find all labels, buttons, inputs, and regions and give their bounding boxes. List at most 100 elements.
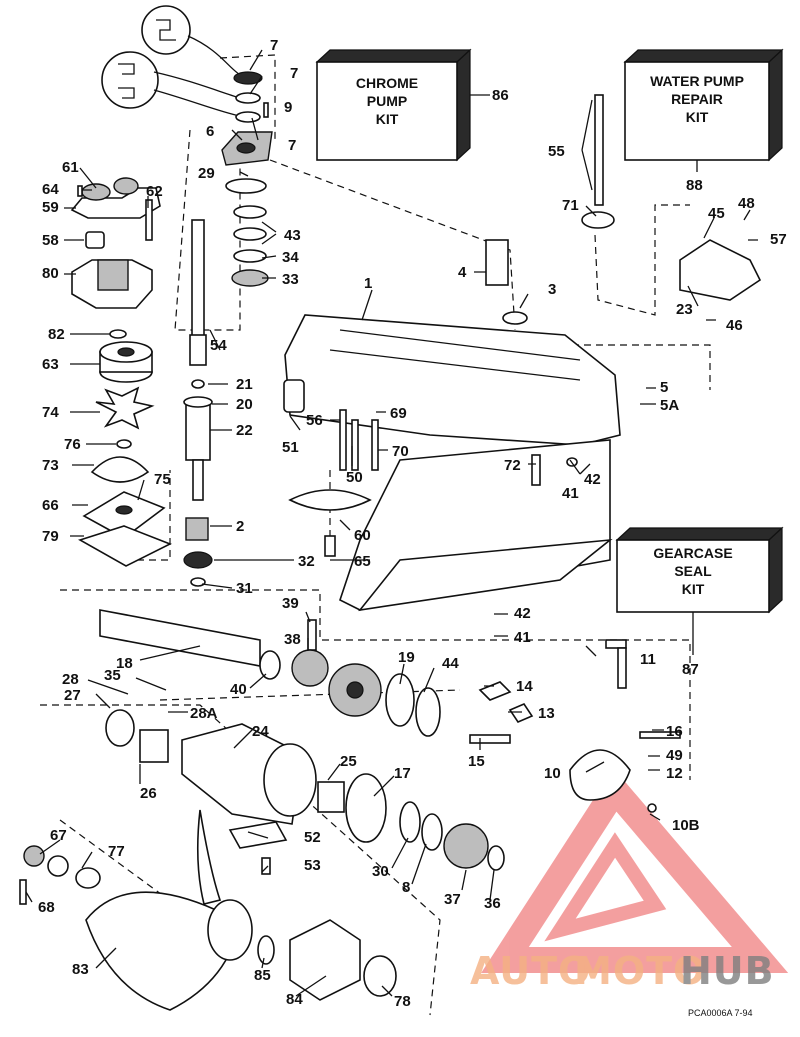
- callout-42: 42: [584, 471, 601, 488]
- callout-79: 79: [42, 528, 59, 545]
- gearcase-seal-kit-line1: GEARCASE: [653, 545, 732, 561]
- callout-21: 21: [236, 376, 253, 393]
- callout-2: 2: [236, 518, 244, 535]
- callout-14: 14: [516, 678, 533, 695]
- callout-62: 62: [146, 183, 163, 200]
- callout-7: 7: [288, 137, 296, 154]
- gearcase-seal-kit-number: 87: [682, 661, 699, 678]
- callout-11: 11: [640, 651, 656, 668]
- chrome-pump-kit-line1: CHROME: [356, 75, 418, 91]
- callout-34: 34: [282, 249, 299, 266]
- callout-9: 9: [284, 99, 292, 116]
- callout-15: 15: [468, 753, 485, 770]
- callout-52: 52: [304, 829, 321, 846]
- callout-26: 26: [140, 785, 157, 802]
- gearcase-seal-kit-line2: SEAL: [674, 563, 712, 579]
- callout-73: 73: [42, 457, 59, 474]
- automotohub-wordmark: AUTO MOTO HUB: [470, 949, 775, 993]
- callout-18: 18: [116, 655, 133, 672]
- callout-53: 53: [304, 857, 321, 874]
- callout-57: 57: [770, 231, 787, 248]
- callout-numbers: 7 7 9 7 6 29 43 34 33 61 64 62 59 58 80 …: [38, 37, 787, 1010]
- callout-42: 42: [514, 605, 531, 622]
- callout-44: 44: [442, 655, 459, 672]
- callout-54: 54: [210, 337, 227, 354]
- callout-7: 7: [290, 65, 298, 82]
- callout-29: 29: [198, 165, 215, 182]
- callout-41: 41: [514, 629, 531, 646]
- callout-68: 68: [38, 899, 55, 916]
- water-pump-kit-line1: WATER PUMP: [650, 73, 744, 89]
- callout-56: 56: [306, 412, 323, 429]
- callout-45: 45: [708, 205, 725, 222]
- callout-3: 3: [548, 281, 556, 298]
- callout-77: 77: [108, 843, 125, 860]
- wordmark-hub: HUB: [680, 949, 775, 993]
- callout-40: 40: [230, 681, 247, 698]
- wordmark-moto: MOTO: [574, 949, 706, 993]
- water-pump-repair-kit-box: WATER PUMP REPAIR KIT 88: [623, 48, 784, 194]
- callout-31: 31: [236, 580, 253, 597]
- figure-code: PCA0006A 7-94: [688, 1008, 753, 1018]
- gearcase-seal-kit-box: GEARCASE SEAL KIT 87: [615, 526, 784, 678]
- callout-25: 25: [340, 753, 357, 770]
- callout-33: 33: [282, 271, 299, 288]
- callout-72: 72: [504, 457, 521, 474]
- callout-35: 35: [104, 667, 121, 684]
- callout-76: 76: [64, 436, 81, 453]
- callout-37: 37: [444, 891, 461, 908]
- automotohub-logo: [481, 768, 789, 973]
- callout-24: 24: [252, 723, 269, 740]
- callout-64: 64: [42, 181, 59, 198]
- water-pump-kit-line2: REPAIR: [671, 91, 723, 107]
- callout-5: 5: [660, 379, 668, 396]
- callout-85: 85: [254, 967, 271, 984]
- callout-8: 8: [402, 879, 410, 896]
- callout-7: 7: [270, 37, 278, 54]
- callout-75: 75: [154, 471, 171, 488]
- callout-5A: 5A: [660, 397, 679, 414]
- assembly-guide-lines: [40, 54, 711, 1016]
- callout-28A: 28A: [190, 705, 218, 722]
- callout-59: 59: [42, 199, 59, 216]
- callout-38: 38: [284, 631, 301, 648]
- driveshaft-parts: [183, 219, 213, 587]
- callout-41: 41: [562, 485, 579, 502]
- water-pump-kit-number: 88: [686, 177, 703, 194]
- callout-67: 67: [50, 827, 67, 844]
- callout-49: 49: [666, 747, 683, 764]
- callout-28: 28: [62, 671, 79, 688]
- callout-65: 65: [354, 553, 371, 570]
- water-pump-kit-line3: KIT: [686, 109, 709, 125]
- gearcase-housing: [283, 94, 762, 612]
- callout-36: 36: [484, 895, 501, 912]
- callout-50: 50: [346, 469, 363, 486]
- leader-lines: [25, 49, 758, 997]
- callout-48: 48: [738, 195, 755, 212]
- callout-19: 19: [398, 649, 415, 666]
- callout-43: 43: [284, 227, 301, 244]
- seal-stack-parts: [221, 71, 273, 287]
- callout-63: 63: [42, 356, 59, 373]
- gearcase-seal-kit-line3: KIT: [682, 581, 705, 597]
- callout-83: 83: [72, 961, 89, 978]
- callout-61: 61: [62, 159, 79, 176]
- chrome-pump-kit-box: CHROME PUMP KIT 86: [315, 48, 509, 162]
- callout-71: 71: [562, 197, 579, 214]
- callout-12: 12: [666, 765, 683, 782]
- callout-17: 17: [394, 765, 411, 782]
- callout-55: 55: [548, 143, 565, 160]
- callout-39: 39: [282, 595, 299, 612]
- callout-10B: 10B: [672, 817, 700, 834]
- callout-22: 22: [236, 422, 253, 439]
- callout-84: 84: [286, 991, 303, 1008]
- callout-20: 20: [236, 396, 253, 413]
- callout-1: 1: [364, 275, 372, 292]
- callout-51: 51: [282, 439, 299, 456]
- callout-66: 66: [42, 497, 59, 514]
- callout-30: 30: [372, 863, 389, 880]
- callout-58: 58: [42, 232, 59, 249]
- callout-82: 82: [48, 326, 65, 343]
